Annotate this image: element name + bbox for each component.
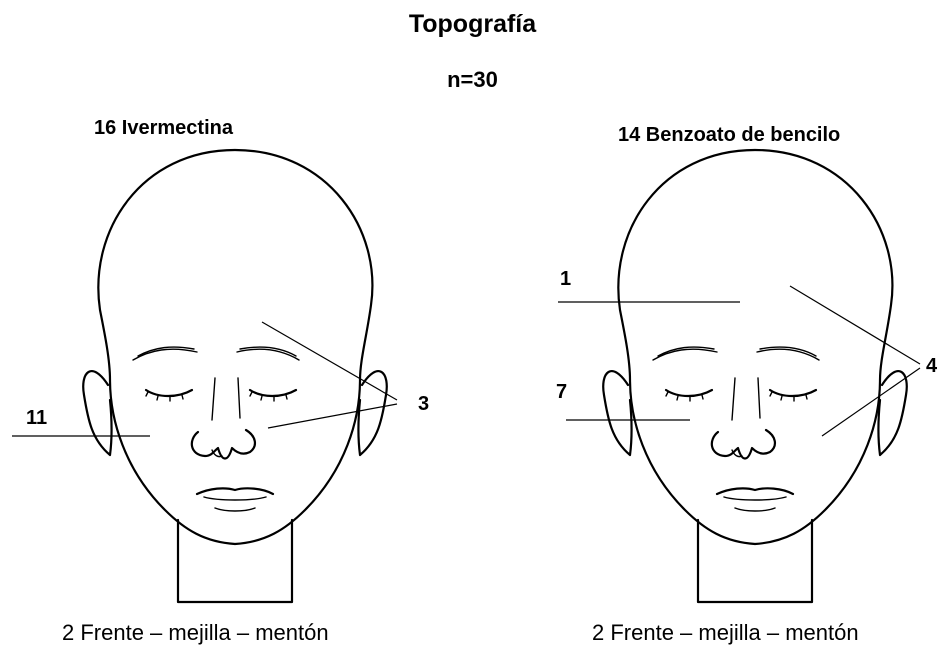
count-benzoato-forehead: 1 [560, 268, 571, 291]
count-ivermectina-cheek: 11 [26, 407, 47, 430]
note-ivermectina: 2 Frente – mejilla – mentón [62, 620, 329, 646]
leader-left-forehead [262, 322, 397, 400]
count-benzoato-cheek: 7 [556, 381, 567, 404]
face-illustration-left [83, 150, 387, 602]
face-illustration-right [603, 150, 907, 602]
count-benzoato-forehead-cheek: 4 [926, 355, 937, 378]
note-benzoato: 2 Frente – mejilla – mentón [592, 620, 859, 646]
leader-left-cheek-right [268, 404, 397, 428]
count-ivermectina-forehead-cheek: 3 [418, 393, 429, 416]
